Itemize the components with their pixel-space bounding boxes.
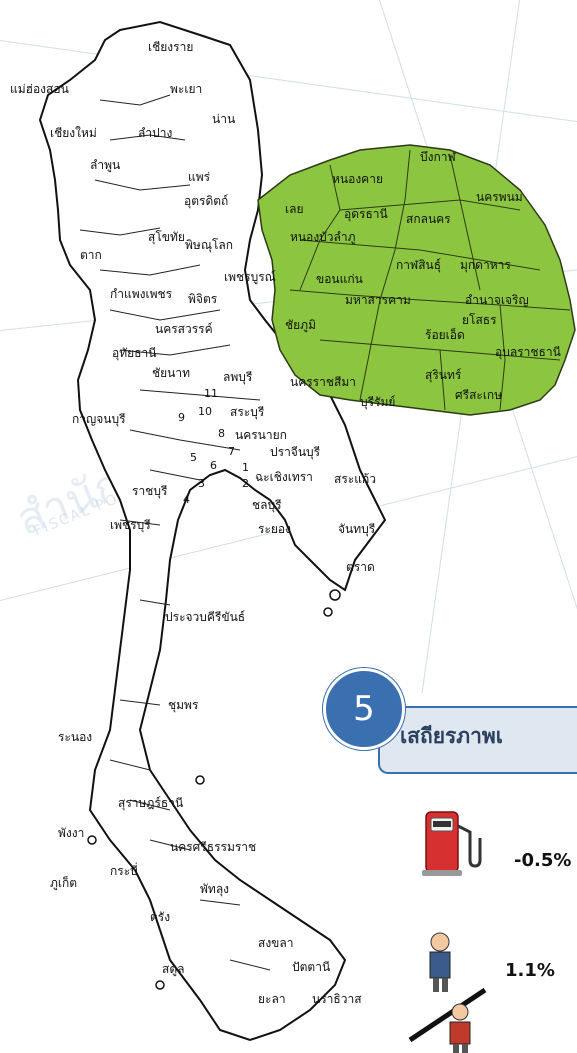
province-label-northeast: กาฬสินธุ์ [396,258,442,272]
district-number: 4 [183,493,190,506]
province-label: จันทบุรี [338,522,376,536]
province-label: พิษณุโลก [185,238,234,252]
district-number: 2 [242,477,249,490]
province-borders [79,94,271,971]
section-number-badge: 5 [323,668,405,750]
province-label: อุทัยธานี [112,346,157,360]
province-label: พิจิตร [188,292,218,306]
northeast-region [257,144,576,416]
province-label-northeast: ขอนแก่น [316,272,363,286]
province-label: ฉะเชิงเทรา [255,470,313,484]
province-label: สงขลา [258,936,294,950]
province-label: สุโขทัย [148,230,185,244]
province-label: ปราจีนบุรี [270,445,321,459]
province-label: น่าน [212,112,236,126]
province-label: เพชรบูรณ์ [224,270,276,284]
province-label: กำแพงเพชร [110,287,173,301]
fuel-price-stat: -0.5% [514,850,572,871]
province-label-northeast: อุบลราชธานี [495,345,561,359]
district-number: 9 [178,411,185,424]
island-shape [323,607,333,617]
province-label-northeast: ชัยภูมิ [285,318,316,332]
province-label-northeast: หนองคาย [332,172,383,186]
fuel-pump-icon [422,811,482,876]
province-label: แพร่ [188,170,211,184]
province-label: กาญจนบุรี [72,412,126,426]
province-label-northeast: ร้อยเอ็ด [425,328,465,342]
province-label: พังงา [58,826,85,840]
island-shape [155,980,165,990]
province-label: ระนอง [58,730,93,744]
province-label: ประจวบคีรีขันธ์ [165,610,246,624]
province-label: ยะลา [258,992,286,1006]
district-number: 7 [228,445,235,458]
province-label-northeast: หนองบัวลำภู [290,230,356,244]
province-label: ชัยนาท [152,366,191,380]
province-label-northeast: นครราชสีมา [290,375,356,389]
province-label: สุราษฎร์ธานี [118,796,184,810]
province-label: ระยอง [258,522,291,536]
province-label: ปัตตานี [292,960,331,974]
province-label: เพชรบุรี [110,518,151,532]
province-label: เชียงใหม่ [50,126,97,140]
province-label: อุตรดิตถ์ [184,194,229,208]
district-number: 6 [210,459,217,472]
province-label: สตูล [162,962,185,976]
district-number: 11 [204,387,218,400]
province-label: สระบุรี [230,405,265,419]
province-label-northeast: สุรินทร์ [425,368,462,382]
island-shape [329,589,341,601]
province-label-northeast: อำนาจเจริญ [465,293,529,307]
province-label: นครศรีธรรมราช [170,840,257,854]
province-label-northeast: นครพนม [476,190,523,204]
province-label: ภูเก็ต [50,876,78,890]
northeast-borders [289,149,571,411]
province-label: ลพบุรี [223,370,253,384]
province-label-northeast: มหาสารคาม [345,293,411,307]
province-label-northeast: เลย [285,202,304,216]
province-label-northeast: อุดรธานี [344,207,388,221]
province-label-northeast: บุรีรัมย์ [360,395,396,409]
province-label: ชลบุรี [252,498,282,512]
province-label: ลำปาง [138,126,173,140]
unemployment-stat: 1.1% [505,960,555,981]
province-label: ชุมพร [168,698,199,712]
province-label: เชียงราย [148,40,194,54]
province-label: ตรัง [150,910,171,924]
province-label: นราธิวาส [312,992,362,1006]
province-label-northeast: มุกดาหาร [460,258,511,272]
worker-icon [408,932,487,1053]
province-label: แม่ฮ่องสอน [10,82,69,96]
district-number: 3 [198,477,205,490]
thailand-outline [38,20,387,1042]
province-label: พะเยา [170,82,203,96]
district-number: 8 [218,427,225,440]
district-number: 1 [242,461,249,474]
province-label: ราชบุรี [132,484,168,498]
island-shape [87,835,97,845]
district-number: 5 [190,451,197,464]
province-label: กระบี่ [110,864,138,878]
island-shape [195,775,205,785]
province-label: พัทลุง [200,882,230,896]
district-number: 10 [198,405,212,418]
province-label: ตราด [346,560,375,574]
province-label: นครนายก [235,428,287,442]
section-heading: เสถียรภาพเ [400,724,503,748]
province-label-northeast: บึงกาฬ [420,150,456,164]
province-label: ลำพูน [90,158,121,172]
province-label: นครสวรรค์ [155,322,213,336]
province-label-northeast: ยโสธร [462,313,497,327]
province-label: สระแก้ว [334,472,376,486]
province-label-northeast: ศรีสะเกษ [455,388,503,402]
section-banner [378,706,577,774]
province-label-northeast: สกลนคร [406,212,451,226]
province-label: ตาก [80,248,102,262]
